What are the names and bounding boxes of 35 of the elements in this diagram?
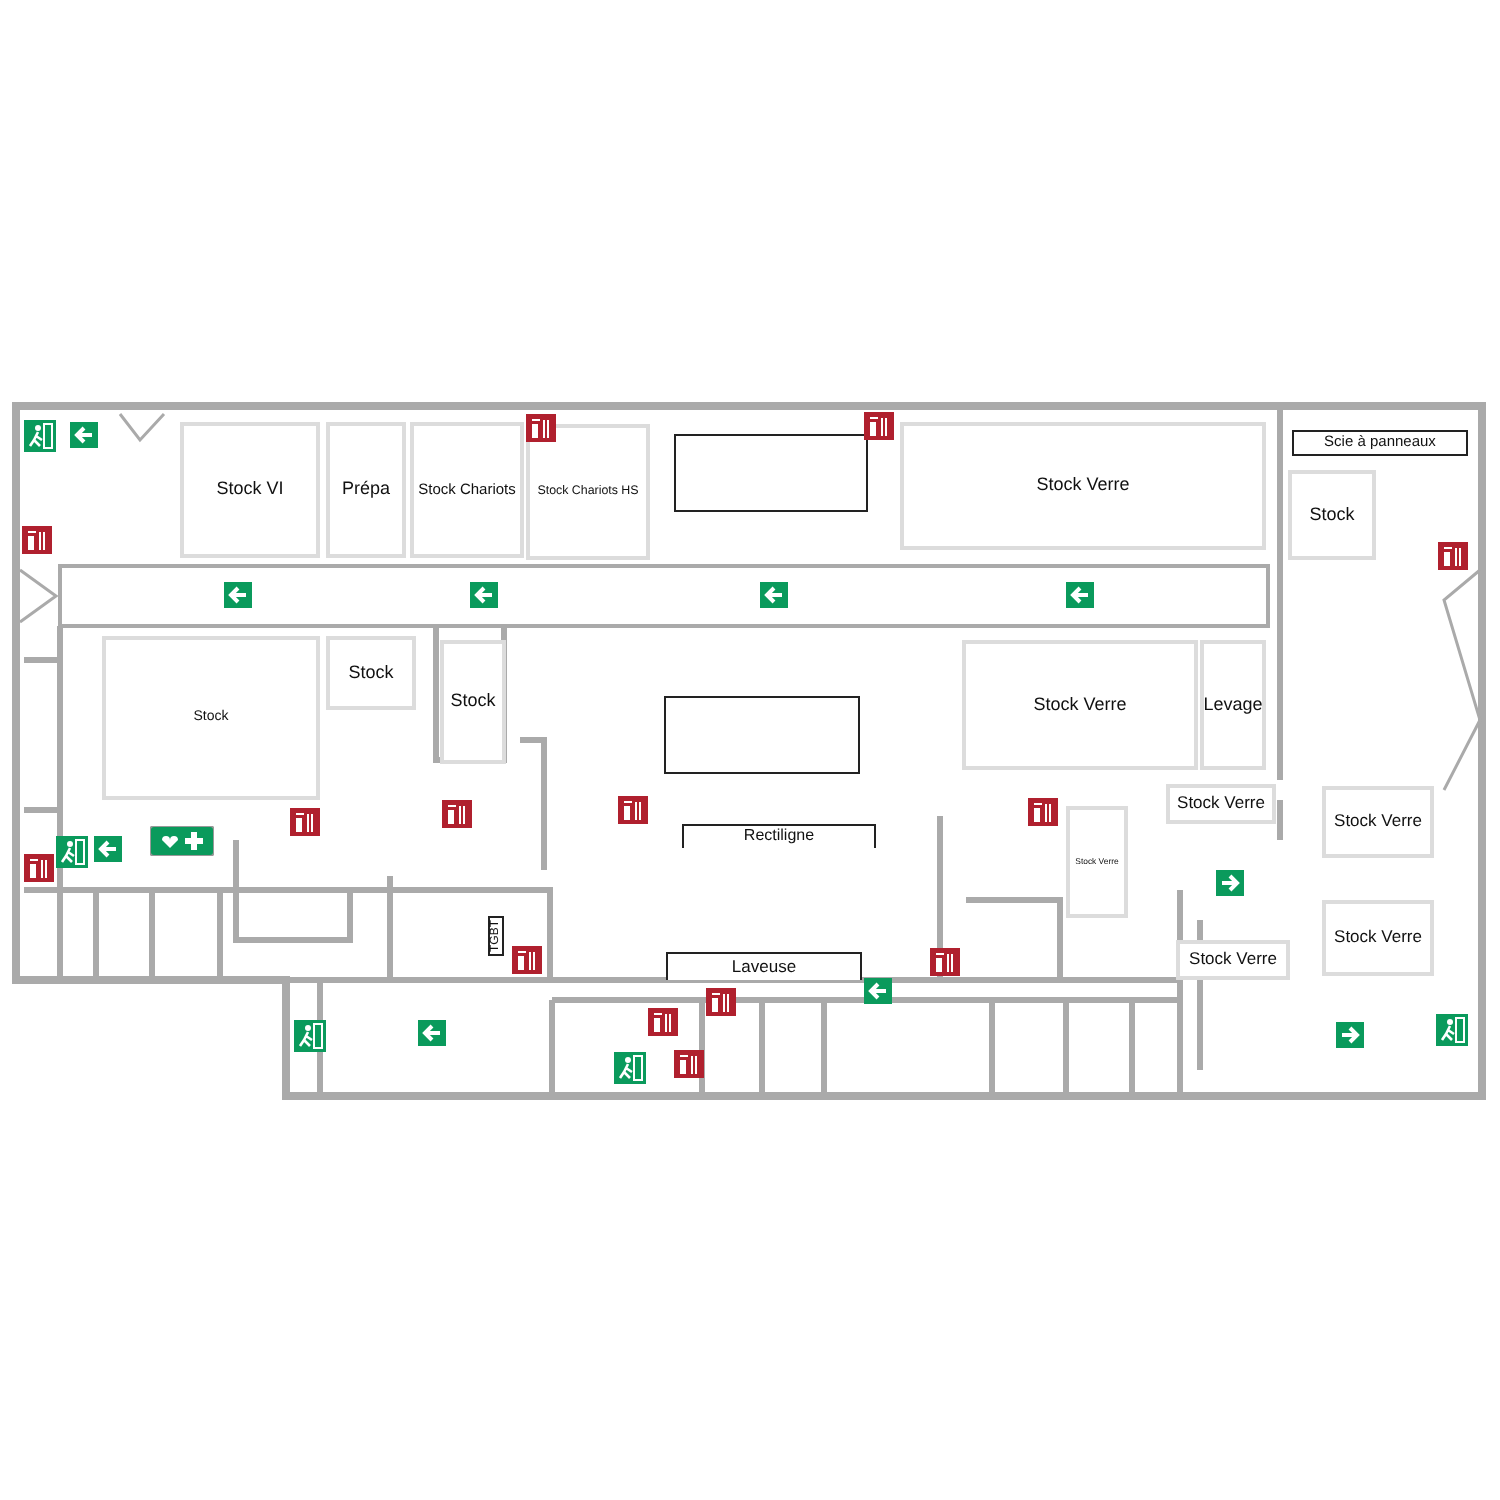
storage-area-box bbox=[180, 422, 320, 558]
storage-area-box bbox=[440, 640, 506, 764]
area-label: Stock VI bbox=[216, 480, 284, 500]
storage-area-box bbox=[326, 636, 416, 710]
storage-area-box bbox=[1176, 940, 1290, 980]
area-label: Prépa bbox=[341, 480, 391, 500]
area-label: Stock bbox=[450, 692, 496, 712]
storage-area-box bbox=[1066, 806, 1128, 918]
storage-area-box bbox=[962, 640, 1198, 770]
storage-area-box bbox=[526, 424, 650, 560]
area-label: Rectiligne bbox=[743, 828, 815, 846]
storage-area-box bbox=[1322, 786, 1434, 858]
area-label: Stock Verre bbox=[1177, 794, 1265, 814]
area-label: Laveuse bbox=[731, 957, 797, 977]
area-label: Stock Verre bbox=[1036, 476, 1130, 496]
storage-area-box bbox=[1166, 784, 1276, 824]
area-label: Stock Verre bbox=[1033, 695, 1127, 715]
area-label: Stock bbox=[348, 663, 394, 683]
storage-area-box bbox=[410, 422, 524, 558]
area-label: Stock Verre bbox=[1189, 950, 1277, 970]
storage-area-box bbox=[1322, 900, 1434, 976]
machine-box bbox=[1292, 430, 1468, 456]
machine-box bbox=[674, 434, 868, 512]
machine-box bbox=[682, 824, 876, 848]
storage-area-box bbox=[102, 636, 320, 800]
area-label: Levage bbox=[1203, 695, 1263, 715]
storage-area-box bbox=[326, 422, 406, 558]
area-label: Stock Verre bbox=[1334, 928, 1422, 948]
storage-area-box bbox=[1200, 640, 1266, 770]
storage-area-box bbox=[900, 422, 1266, 550]
machine-box bbox=[666, 952, 862, 980]
area-label: Stock bbox=[1309, 505, 1355, 525]
storage-area-box bbox=[1288, 470, 1376, 560]
machine-box bbox=[664, 696, 860, 774]
area-label: Stock Verre bbox=[1334, 812, 1422, 832]
